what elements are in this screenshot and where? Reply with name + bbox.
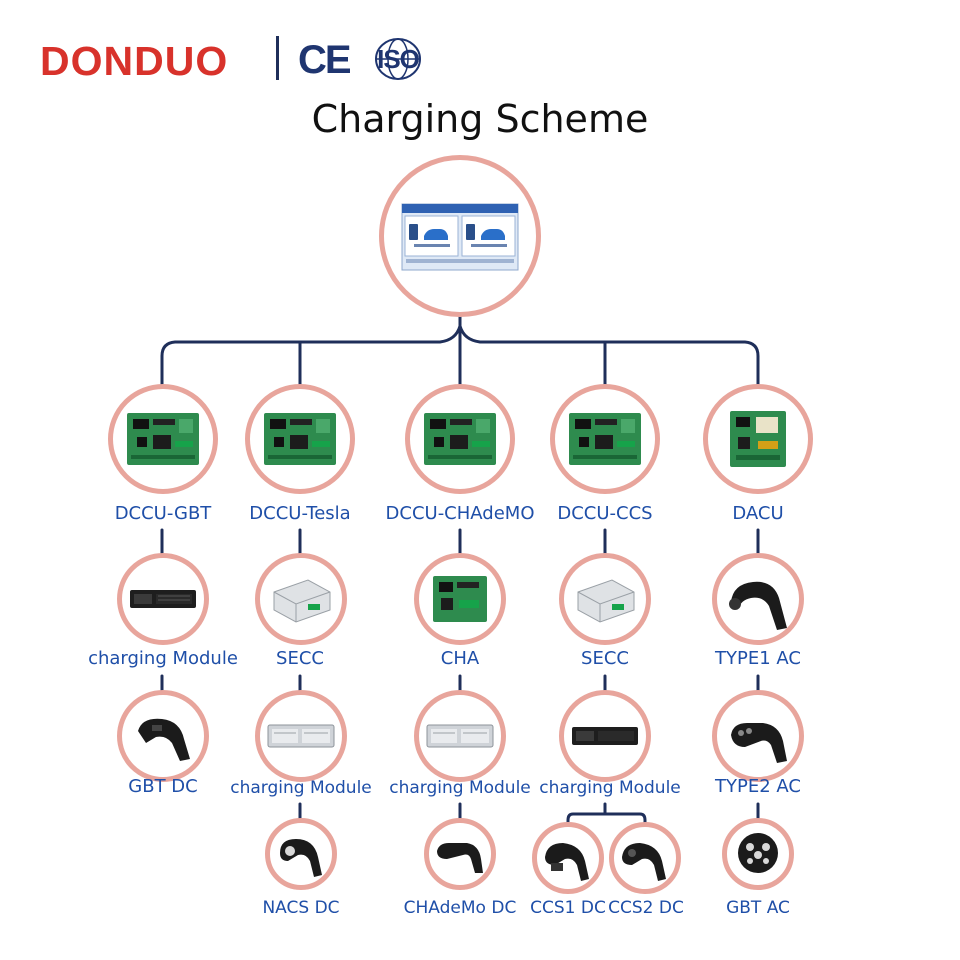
- page-title: Charging Scheme: [311, 97, 649, 141]
- charging-module-node: [255, 690, 347, 782]
- charging-module-node: [559, 690, 651, 782]
- secc-label: SECC: [581, 648, 629, 669]
- ccs1-dc-node: [532, 822, 604, 894]
- charging-module-node: [117, 553, 209, 645]
- dccu-tesla-node: [245, 384, 355, 494]
- nacs-dc-node: [265, 818, 337, 890]
- dccu-chademo-label: DCCU-CHAdeMO: [385, 503, 535, 524]
- type1-ac-node: [712, 553, 804, 645]
- cha-label: CHA: [440, 648, 480, 669]
- type2-ac-node: [712, 690, 804, 782]
- dacu-label: DACU: [732, 503, 784, 524]
- hmi-screen-image: [401, 203, 519, 271]
- brand-divider: [276, 36, 279, 80]
- charging-module-label: charging Module: [230, 778, 372, 798]
- circuit-board-image: [264, 413, 336, 465]
- ce-mark: CE: [298, 38, 352, 82]
- cha-node: [414, 553, 506, 645]
- charging-module-label: charging Module: [88, 648, 238, 669]
- circuit-board-image: [433, 576, 487, 622]
- iso-label: ISO: [377, 44, 420, 74]
- dccu-ccs-label: DCCU-CCS: [557, 503, 653, 524]
- gbt-ac-node: [722, 818, 794, 890]
- charging-module-image: [572, 727, 638, 745]
- charging-module-node: [414, 690, 506, 782]
- type2-connector-image: [731, 723, 787, 763]
- secc-controller-image: [273, 579, 331, 623]
- charging-module-label: charging Module: [539, 778, 681, 798]
- ccs1-connector-image: [545, 843, 589, 881]
- type2-ac-label: TYPE2 AC: [715, 776, 801, 797]
- gbt-ac-connector-image: [738, 833, 778, 873]
- ccs1-dc-label: CCS1 DC: [530, 898, 606, 918]
- gbt-dc-connector-image: [138, 718, 190, 761]
- secc-node: [559, 553, 651, 645]
- circuit-board-image: [127, 413, 199, 465]
- ccs2-dc-label: CCS2 DC: [608, 898, 684, 918]
- chademo-dc-node: [424, 818, 496, 890]
- secc-node: [255, 553, 347, 645]
- nacs-dc-label: NACS DC: [262, 898, 340, 918]
- dacu-node: [703, 384, 813, 494]
- chademo-dc-label: CHAdeMo DC: [403, 898, 517, 918]
- secc-controller-image: [577, 579, 635, 623]
- ccs2-dc-node: [609, 822, 681, 894]
- nacs-connector-image: [280, 839, 322, 877]
- circuit-board-image: [569, 413, 641, 465]
- hmi-screen-node: [379, 155, 541, 317]
- chademo-connector-image: [437, 843, 483, 873]
- charging-module-image: [130, 590, 196, 608]
- dccu-gbt-node: [108, 384, 218, 494]
- iso-mark: ISO: [368, 36, 428, 82]
- circuit-board-image: [730, 411, 786, 467]
- circuit-board-image: [424, 413, 496, 465]
- iso-globe-icon: [375, 38, 421, 80]
- charging-module-label: charging Module: [389, 778, 531, 798]
- charging-module-image: [267, 724, 335, 748]
- dccu-chademo-node: [405, 384, 515, 494]
- dccu-ccs-node: [550, 384, 660, 494]
- charging-module-image: [426, 724, 494, 748]
- ccs2-connector-image: [622, 843, 666, 881]
- type1-ac-label: TYPE1 AC: [715, 648, 801, 669]
- type1-connector-image: [729, 581, 787, 630]
- brand-logo: DONDUO: [40, 38, 229, 84]
- gbt-ac-label: GBT AC: [726, 898, 790, 918]
- secc-label: SECC: [276, 648, 324, 669]
- dccu-gbt-label: DCCU-GBT: [114, 503, 212, 524]
- dccu-tesla-label: DCCU-Tesla: [249, 503, 351, 524]
- gbt-dc-node: [117, 690, 209, 782]
- gbt-dc-label: GBT DC: [128, 776, 198, 797]
